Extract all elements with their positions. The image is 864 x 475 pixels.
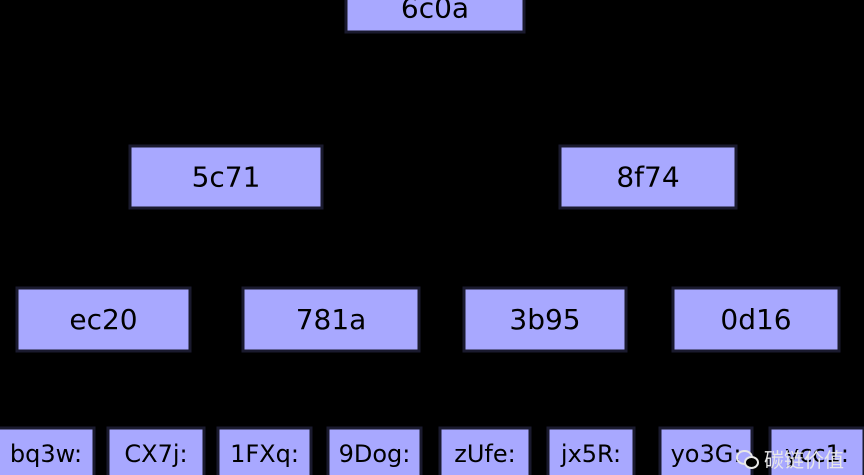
leaf-node-label: ycc1: [785,440,849,468]
tree-edge [45,350,105,429]
tree-edge [544,350,592,429]
leaf-node: zUfe: [438,426,532,475]
leaf-node: bq3w: [0,426,96,475]
hash-node-level2-box [671,286,841,353]
hash-node-level2-label: 781a [296,303,367,336]
leaf-node-label: jx5R: [560,440,621,468]
hash-node-level1-label: 5c71 [192,161,261,194]
hash-node-level2: 781a [241,286,421,353]
leaf-node-box [0,426,96,475]
leaf-node-box [438,426,532,475]
leaf-node: jx5R: [546,426,636,475]
tree-edge [755,350,818,429]
hash-node-level2-box [15,286,192,353]
wechat-icon [736,449,759,469]
leaf-node-label: CX7j: [124,440,187,468]
hash-node-level1: 5c71 [128,144,324,210]
leaf-node-label: yo3G: [671,440,742,468]
hash-node-level2-label: 0d16 [720,303,791,336]
hash-node-level2-box [241,286,421,353]
tree-edge [330,350,376,429]
leaf-node-box [216,426,313,475]
tree-edge [484,350,546,429]
watermark: 碳链价值 [736,444,844,473]
tree-edge [102,207,227,289]
tree-edges [45,31,818,429]
tree-edge [263,350,332,429]
leaf-node-box [768,426,864,475]
tree-edge [225,31,436,147]
root-hash-node: 6c0a [344,0,526,34]
hash-node-level2-label: ec20 [69,303,137,336]
hash-node-level1-label: 8f74 [616,161,679,194]
tree-edge [102,350,157,429]
leaf-node: ycc1: [768,426,864,475]
hash-node-level2-label: 3b95 [509,303,580,336]
tree-edge [544,207,649,289]
hash-node-level1: 8f74 [558,144,738,210]
leaf-node-box [326,426,423,475]
hash-node-level1-box [558,144,738,210]
leaf-node: 9Dog: [326,426,423,475]
leaf-node-box [546,426,636,475]
hash-node-level1-box [128,144,324,210]
tree-edge [225,207,332,289]
leaf-node-label: 1FXq: [230,440,299,468]
leaf-node-label: bq3w: [10,440,82,468]
tree-edge [705,350,757,429]
leaf-node: 1FXq: [216,426,313,475]
leaf-node: CX7j: [106,426,206,475]
hash-node-level2: 3b95 [462,286,628,353]
hash-node-level2-box [462,286,628,353]
leaf-node-label: zUfe: [454,440,515,468]
hash-node-level2: ec20 [15,286,192,353]
hash-node-level2: 0d16 [671,286,841,353]
leaf-node-box [106,426,206,475]
tree-edge [647,207,757,289]
leaf-node-label: 9Dog: [339,440,411,468]
tree-edge [434,31,649,147]
root-hash-node-box [344,0,526,34]
watermark-text: 碳链价值 [764,448,844,472]
root-hash-node-label: 6c0a [401,0,469,25]
